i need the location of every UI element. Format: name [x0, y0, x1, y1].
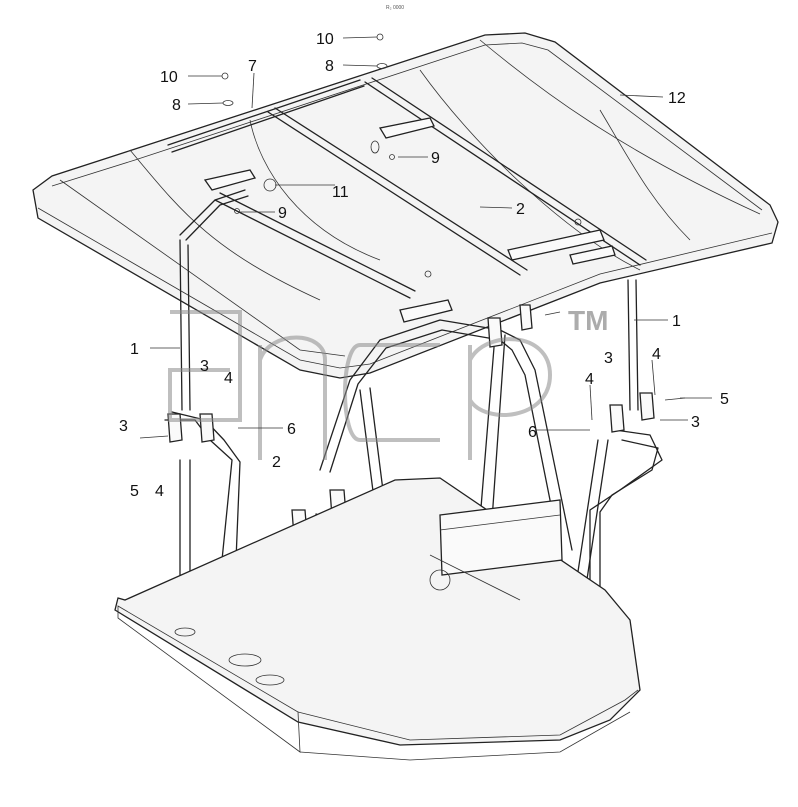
- floor-pan: [114, 477, 641, 761]
- callout-10-left: 10: [160, 69, 178, 86]
- callout-10-top: 10: [316, 31, 334, 48]
- callout-4-right-mid: 4: [585, 371, 594, 388]
- callout-12: 12: [668, 90, 686, 107]
- callout-9-lower: 9: [278, 205, 287, 222]
- callout-4-left-upper: 4: [224, 370, 233, 387]
- callout-labels: 10 8 10 7 8 12 9 11 9 2 1 1 3 4 3 6 2 5 …: [119, 31, 729, 500]
- watermark-trademark: TM: [568, 305, 608, 336]
- center-frame: [319, 319, 573, 551]
- callout-9-upper: 9: [431, 150, 440, 167]
- callout-4-right-upper: 4: [652, 346, 661, 363]
- callout-11: 11: [332, 184, 349, 201]
- callout-2-lower: 2: [272, 454, 281, 471]
- callout-1-left: 1: [130, 341, 139, 358]
- callout-3-left-upper: 3: [200, 358, 209, 375]
- drawing-code: R₂ 0000: [386, 5, 404, 11]
- callout-4-left-lower: 4: [155, 483, 164, 500]
- watermark-logo: TM: [168, 305, 608, 460]
- callout-3-right-upper: 3: [604, 350, 613, 367]
- callout-5-right: 5: [720, 391, 729, 408]
- leader-lines: [150, 36, 712, 431]
- canopy-roof: [32, 32, 779, 379]
- callout-1-right: 1: [672, 313, 681, 330]
- callout-2-upper: 2: [516, 201, 525, 218]
- callout-8-left: 8: [172, 97, 181, 114]
- callout-7: 7: [248, 58, 257, 75]
- roof-brackets: [203, 117, 616, 323]
- callout-3-left-mid: 3: [119, 418, 128, 435]
- callout-6-left: 6: [287, 421, 296, 438]
- callout-3-right-lower: 3: [691, 414, 700, 431]
- callout-6-right: 6: [528, 424, 537, 441]
- roof-frame-tubes: [167, 77, 647, 299]
- callout-8-top: 8: [325, 58, 334, 75]
- callout-5-left: 5: [130, 483, 139, 500]
